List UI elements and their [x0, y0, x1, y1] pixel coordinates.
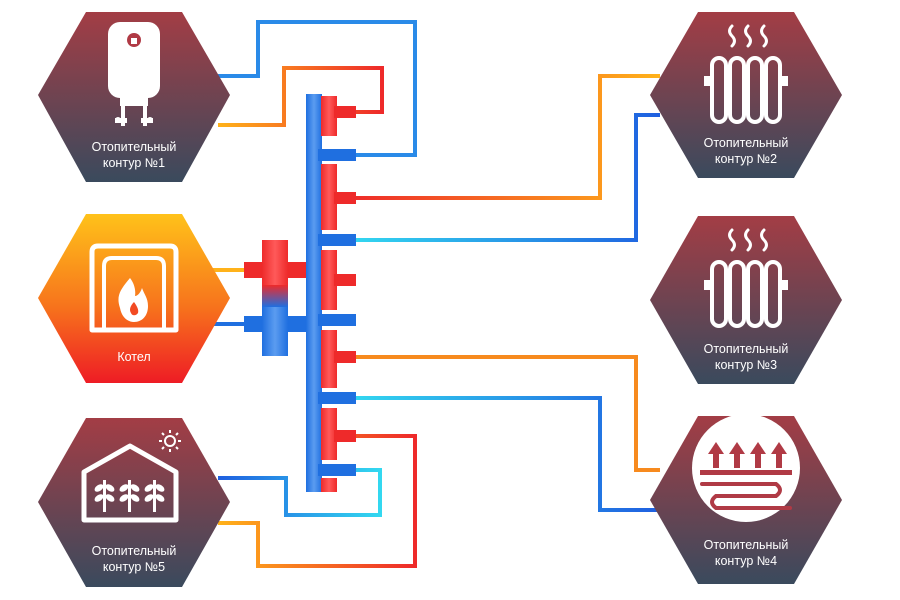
pipe-circuit1-supply — [218, 66, 384, 127]
circuit4-label-line2: контур №4 — [715, 554, 777, 568]
hot-branches — [334, 106, 356, 442]
underfloor-heating-icon — [692, 414, 800, 522]
node-circuit3[interactable]: Отопительный контур №3 — [650, 216, 842, 384]
sun-icon — [159, 430, 181, 452]
hydraulic-separator — [244, 240, 306, 356]
circuit2-label-line2: контур №2 — [715, 152, 777, 166]
pipe-circuit1-return — [218, 20, 417, 157]
manifold — [306, 94, 356, 492]
pipe-circuit4-supply — [350, 355, 660, 472]
boiler-label: Котел — [117, 350, 150, 364]
node-circuit5[interactable]: Отопительный контур №5 — [38, 418, 230, 587]
boiler-flame-icon — [89, 243, 179, 333]
cold-branches — [318, 149, 356, 476]
radiator-icon — [704, 228, 788, 328]
node-circuit1[interactable]: Отопительный контур №1 — [38, 12, 230, 182]
circuit5-label-line1: Отопительный — [92, 544, 177, 558]
water-heater-icon — [108, 22, 160, 126]
node-circuit2[interactable]: Отопительный контур №2 — [650, 12, 842, 178]
pipe-circuit4-return — [350, 396, 660, 512]
pipe-circuit5-supply — [218, 434, 417, 568]
circuit1-label-line1: Отопительный — [92, 140, 177, 154]
node-boiler[interactable]: Котел — [38, 214, 230, 383]
radiator-icon — [704, 24, 788, 124]
circuit1-label-line2: контур №1 — [103, 156, 165, 170]
hot-collector — [321, 96, 337, 492]
circuit4-label-line1: Отопительный — [704, 538, 789, 552]
pipe-circuit5-return — [218, 468, 382, 517]
circuit2-label-line1: Отопительный — [704, 136, 789, 150]
circuit5-label-line2: контур №5 — [103, 560, 165, 574]
circuit3-label-line1: Отопительный — [704, 342, 789, 356]
node-circuit4[interactable]: Отопительный контур №4 — [650, 414, 842, 584]
pipe-circuit2-return — [350, 113, 660, 242]
pipes — [212, 20, 662, 568]
greenhouse-icon — [81, 443, 179, 523]
circuit3-label-line2: контур №3 — [715, 358, 777, 372]
pipe-circuit2-supply — [350, 74, 660, 200]
